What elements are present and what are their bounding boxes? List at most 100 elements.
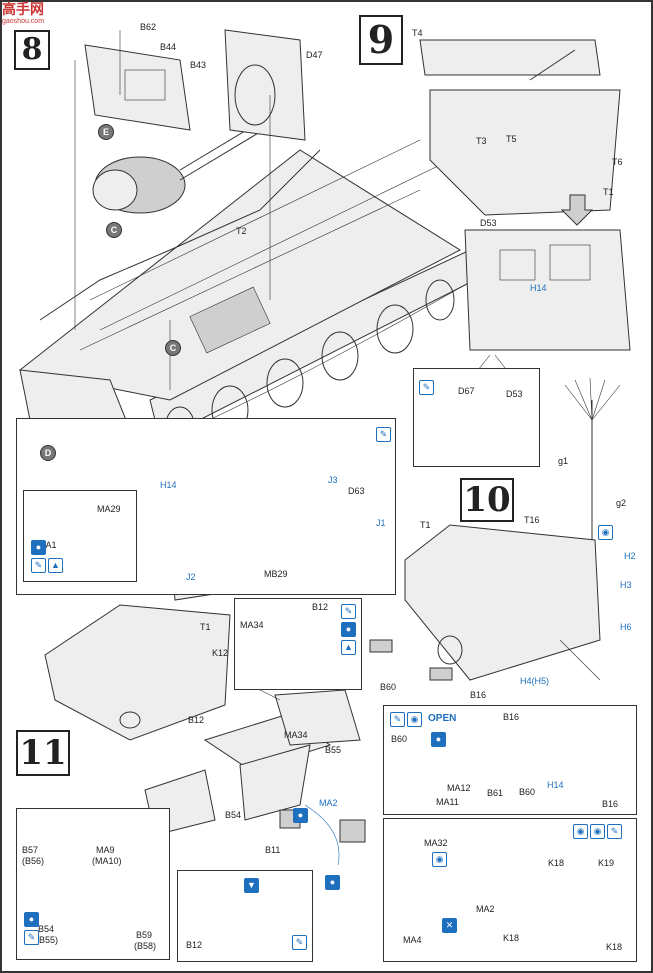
circle-label-e: E — [98, 124, 114, 140]
thin-glue-icon: ◉ — [573, 824, 588, 839]
thin-glue-icon: ◉ — [407, 712, 422, 727]
part-label: MA34 — [284, 730, 308, 740]
part-label: K19 — [598, 858, 615, 868]
part-label: (MA10) — [92, 856, 122, 866]
glue-drop-icon: ● — [293, 808, 308, 823]
glue-drop-icon: ● — [325, 875, 340, 890]
circle-label-d: D — [40, 445, 56, 461]
glue-drop-icon: ● — [31, 540, 46, 555]
glue-icon: ✎ — [376, 427, 391, 442]
part-label: T1 — [420, 520, 431, 530]
part-label: B60 — [380, 682, 397, 692]
part-label: (B56) — [22, 856, 45, 866]
part-label: J2 — [186, 572, 196, 582]
part-label: K12 — [212, 648, 229, 658]
logo-subtext: gaoshou.com — [2, 18, 45, 25]
part-label: K18 — [503, 933, 520, 943]
glue-icon: ✎ — [31, 558, 46, 573]
step-number-8: 8 — [14, 30, 50, 70]
part-label: T16 — [524, 515, 540, 525]
part-label: B60 — [391, 734, 408, 744]
part-label: H4(H5) — [520, 676, 550, 686]
part-label: H2 — [624, 551, 636, 561]
attach-icon: ▲ — [48, 558, 63, 573]
part-label: B12 — [188, 715, 205, 725]
glue-icon: ✎ — [419, 380, 434, 395]
bend-icon: ✕ — [442, 918, 457, 933]
part-label: B60 — [519, 787, 536, 797]
part-label: B55 — [325, 745, 342, 755]
part-label: T1 — [200, 622, 211, 632]
part-label: H14 — [547, 780, 564, 790]
part-label: (B55) — [36, 935, 59, 945]
part-label: J3 — [328, 475, 338, 485]
glue-drop-icon: ● — [24, 912, 39, 927]
part-label: B16 — [602, 799, 619, 809]
part-label: MA32 — [424, 838, 448, 848]
part-label: B43 — [190, 60, 207, 70]
part-label: T5 — [506, 134, 517, 144]
part-label: B57 — [22, 845, 39, 855]
part-label: g2 — [616, 498, 627, 508]
part-label: D53 — [506, 389, 523, 399]
part-label: H14 — [530, 283, 547, 293]
part-label: MA12 — [447, 783, 471, 793]
sand-icon: ▼ — [244, 878, 259, 893]
part-label: B54 — [38, 924, 55, 934]
part-label: MA4 — [403, 935, 422, 945]
step10-open-inset — [383, 705, 637, 815]
thin-glue-icon: ◉ — [432, 852, 447, 867]
part-label: H14 — [160, 480, 177, 490]
part-label: T1 — [603, 187, 614, 197]
part-label: MA2 — [476, 904, 495, 914]
part-label: B44 — [160, 42, 177, 52]
part-label: B61 — [487, 788, 504, 798]
glue-icon: ✎ — [390, 712, 405, 727]
part-label: H3 — [620, 580, 632, 590]
glue-icon: ✎ — [341, 604, 356, 619]
part-label: B11 — [265, 845, 281, 855]
hull-drawing — [18, 29, 476, 446]
part-label: D63 — [348, 486, 365, 496]
part-label: D47 — [306, 50, 323, 60]
part-label: B16 — [470, 690, 487, 700]
glue-drop-icon: ● — [431, 732, 446, 747]
part-label: K18 — [606, 942, 623, 952]
part-label: T3 — [476, 136, 487, 146]
part-label: B16 — [503, 712, 520, 722]
part-label: D53 — [480, 218, 497, 228]
part-label: T6 — [612, 157, 623, 167]
part-label: MA11 — [436, 797, 459, 807]
open-label: OPEN — [428, 713, 457, 724]
thin-glue-icon: ◉ — [590, 824, 605, 839]
part-label: T2 — [236, 226, 247, 236]
part-label: B12 — [312, 602, 329, 612]
part-label: MB29 — [264, 569, 288, 579]
step11-ma32-inset — [383, 818, 637, 962]
part-label: B62 — [140, 22, 157, 32]
part-label: K18 — [548, 858, 565, 868]
part-label: g1 — [558, 456, 569, 466]
circle-label-c: C — [165, 340, 181, 356]
logo-text: 高手网 — [2, 2, 44, 18]
part-label: B54 — [225, 810, 242, 820]
step-number-11: 11 — [16, 730, 70, 776]
part-label: T4 — [412, 28, 423, 38]
attach-icon: ▲ — [341, 640, 356, 655]
part-label: MA34 — [240, 620, 264, 630]
step11-ma34-inset — [234, 598, 362, 690]
part-label: MA9 — [96, 845, 115, 855]
thin-glue-icon: ◉ — [598, 525, 613, 540]
glue-icon: ✎ — [24, 930, 39, 945]
glue-icon: ✎ — [607, 824, 622, 839]
part-label: (B58) — [134, 941, 157, 951]
step8-ma29-inset — [23, 490, 137, 582]
circle-label-c: C — [106, 222, 122, 238]
part-label: J1 — [376, 518, 386, 528]
step-number-10: 10 — [460, 478, 514, 522]
part-label: B59 — [136, 930, 153, 940]
part-label: MA29 — [97, 504, 121, 514]
glue-drop-icon: ● — [341, 622, 356, 637]
